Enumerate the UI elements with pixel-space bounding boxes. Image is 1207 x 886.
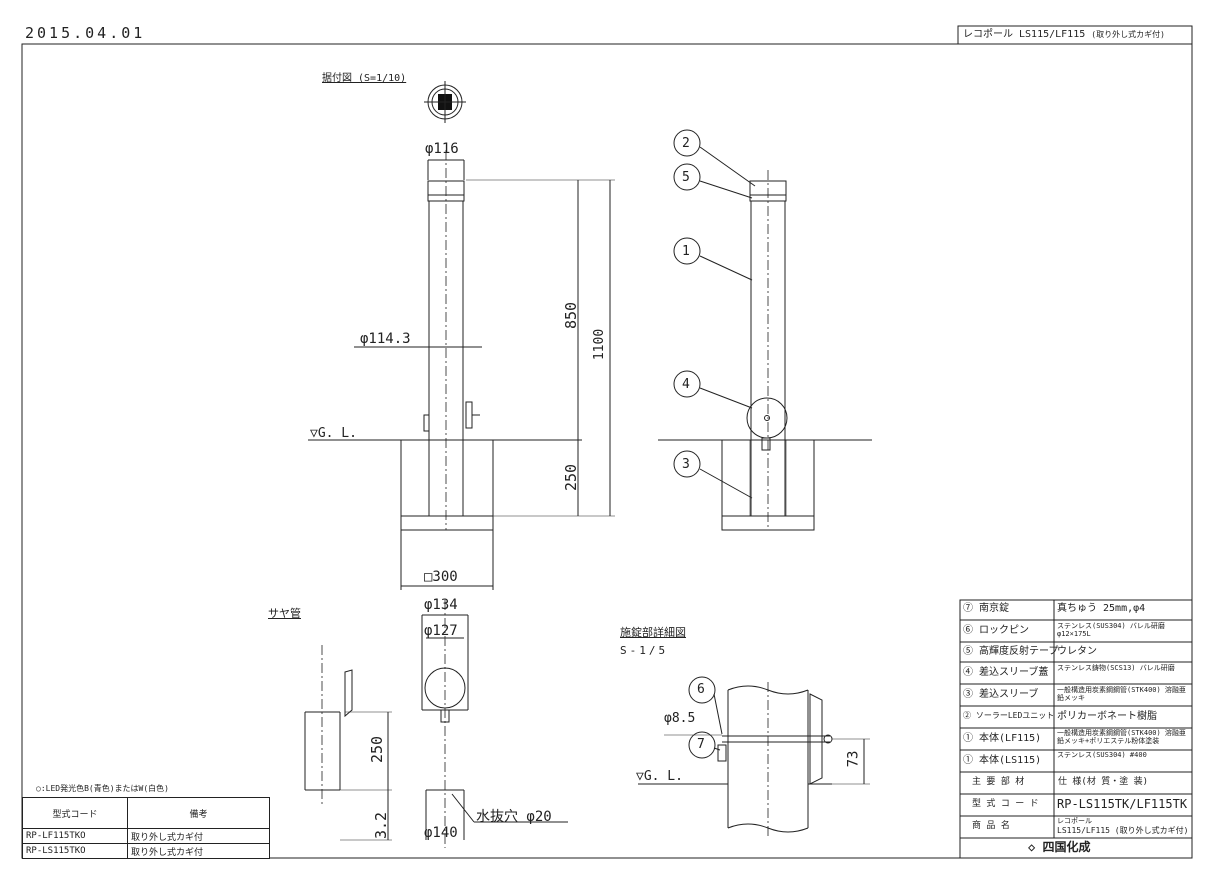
detail-scale: S-1/5 xyxy=(620,644,669,657)
part-row: ⑥ ロックピン xyxy=(963,626,1029,636)
dim-850: 850 xyxy=(562,301,581,330)
part-row: ② ソーラーLEDユニット xyxy=(963,712,1054,720)
part-spec: 一般構造用炭素鋼鋼管(STK400) 溶融亜鉛メッキ xyxy=(1057,686,1186,703)
part-row: ⑦ 南京錠 xyxy=(963,604,1009,614)
dim-73: 73 xyxy=(845,750,862,768)
part-spec: ステンレス(SUS304) #400 xyxy=(1057,751,1147,759)
part-spec: ポリカーボネート樹脂 xyxy=(1057,711,1157,722)
table-row: RP-LS115TKO 取り外し式カギ付 xyxy=(22,843,270,859)
dim-250: 250 xyxy=(562,463,581,492)
part-no: ⑤ xyxy=(963,646,973,657)
table-cell: 取り外し式カギ付 xyxy=(127,843,270,859)
part-row: ① 本体(LF115) xyxy=(963,734,1041,744)
dim-127: φ127 xyxy=(424,623,458,639)
company-name: 四国化成 xyxy=(1042,840,1091,854)
drawing-frame xyxy=(21,43,1193,859)
callout-3: 3 xyxy=(682,457,690,472)
product-name-label: 商 品 名 xyxy=(972,821,1010,831)
part-spec: 真ちゅう 25mm,φ4 xyxy=(1057,603,1146,614)
table-cell: RP-LF115TKO xyxy=(22,828,128,844)
part-name: 本体(LF115) xyxy=(979,733,1042,744)
install-label: 据付図 (S=1/10) xyxy=(322,73,407,84)
dim-1100: 1100 xyxy=(592,328,608,361)
model-code-table: 型式コード 備考 RP-LF115TKO 取り外し式カギ付 RP-LS115TK… xyxy=(22,797,270,859)
callout-7: 7 xyxy=(697,737,705,752)
drawing-title: レコポール LS115/LF115 (取り外し式カギ付) xyxy=(963,30,1165,40)
part-no: ② xyxy=(963,711,971,720)
sleeve-title: サヤ管 xyxy=(268,607,301,620)
part-no: ⑦ xyxy=(963,603,973,614)
parts-header-part: 主 要 部 材 xyxy=(972,777,1025,787)
dim-32: 3.2 xyxy=(372,811,391,840)
model-note: ○:LED発光色B(青色)またはW(白色) xyxy=(36,784,169,793)
company-logo: ◇ 四国化成 xyxy=(1028,840,1091,854)
ground-level-label: ▽G. L. xyxy=(310,426,357,441)
part-no: ④ xyxy=(963,667,973,678)
part-row: ① 本体(LS115) xyxy=(963,756,1041,766)
main-bollard-drawing xyxy=(308,81,615,590)
product-name-line2: LS115/LF115 (取り外し式カギ付) xyxy=(1057,826,1189,835)
part-no: ① xyxy=(963,733,973,744)
drawing-date: 2015.04.01 xyxy=(25,24,146,42)
part-name: 南京錠 xyxy=(979,603,1010,614)
table-header-row: 型式コード 備考 xyxy=(22,797,270,829)
dim-body-dia: φ114.3 xyxy=(360,331,411,347)
drawing-title-main: レコポール LS115/LF115 xyxy=(963,29,1086,40)
part-row: ⑤ 高輝度反射テープ xyxy=(963,647,1058,657)
part-spec: ウレタン xyxy=(1057,646,1097,657)
part-spec: ステンレス鋳物(SCS13) バレル研磨 xyxy=(1057,664,1175,672)
dim-top-dia: φ116 xyxy=(425,141,459,157)
dim-sleeve-250: 250 xyxy=(368,735,387,764)
table-cell: 取り外し式カギ付 xyxy=(127,828,270,844)
table-header-cell: 備考 xyxy=(127,797,270,829)
part-no: ① xyxy=(963,755,973,766)
table-cell: RP-LS115TKO xyxy=(22,843,128,859)
part-name: 差込スリーブ xyxy=(979,689,1039,700)
dim-134: φ134 xyxy=(424,597,458,613)
part-spec: 一般構造用炭素鋼鋼管(STK400) 溶融亜鉛メッキ+ポリエステル粉体塗装 xyxy=(1057,729,1186,746)
title-box xyxy=(957,25,1193,45)
product-name-line1: レコポール xyxy=(1057,817,1092,825)
callout-2: 2 xyxy=(682,136,690,151)
detail-title: 施錠部詳細図 xyxy=(620,626,686,639)
callout-4: 4 xyxy=(682,377,690,392)
part-name: ソーラーLEDユニット xyxy=(975,711,1055,720)
callout-1: 1 xyxy=(682,244,690,259)
sleeve-drawing xyxy=(304,600,568,848)
parts-table-grid xyxy=(959,599,1193,859)
part-name: 本体(LS115) xyxy=(979,755,1042,766)
part-row: ④ 差込スリーブ蓋 xyxy=(963,668,1048,678)
detail-ground-level: ▽G. L. xyxy=(636,769,683,784)
dim-140: φ140 xyxy=(424,825,458,841)
part-name: 高輝度反射テープ xyxy=(979,646,1059,657)
parts-header-spec: 仕 様(材 質・塗 装) xyxy=(1058,777,1149,787)
part-no: ⑥ xyxy=(963,625,973,636)
part-name: ロックピン xyxy=(979,625,1030,636)
drain-hole-label: 水抜穴 φ20 xyxy=(476,809,552,825)
callout-5: 5 xyxy=(682,170,690,185)
dim-85: φ8.5 xyxy=(664,711,696,726)
callout-6: 6 xyxy=(697,682,705,697)
table-row: RP-LF115TKO 取り外し式カギ付 xyxy=(22,828,270,844)
model-code-label: 型 式 コ ー ド xyxy=(972,799,1039,809)
side-parts-drawing xyxy=(658,129,872,531)
lock-detail-drawing xyxy=(638,676,870,836)
dim-base: □300 xyxy=(424,569,458,585)
part-no: ③ xyxy=(963,689,973,700)
part-name: 差込スリーブ蓋 xyxy=(979,667,1049,678)
part-row: ③ 差込スリーブ xyxy=(963,690,1038,700)
model-code-value: RP-LS115TK/LF115TK xyxy=(1057,797,1188,811)
part-spec: ステンレス(SUS304) バレル研磨 φ12×175L xyxy=(1057,622,1165,639)
table-header-cell: 型式コード xyxy=(22,797,128,829)
drawing-title-sub: (取り外し式カギ付) xyxy=(1091,30,1165,39)
